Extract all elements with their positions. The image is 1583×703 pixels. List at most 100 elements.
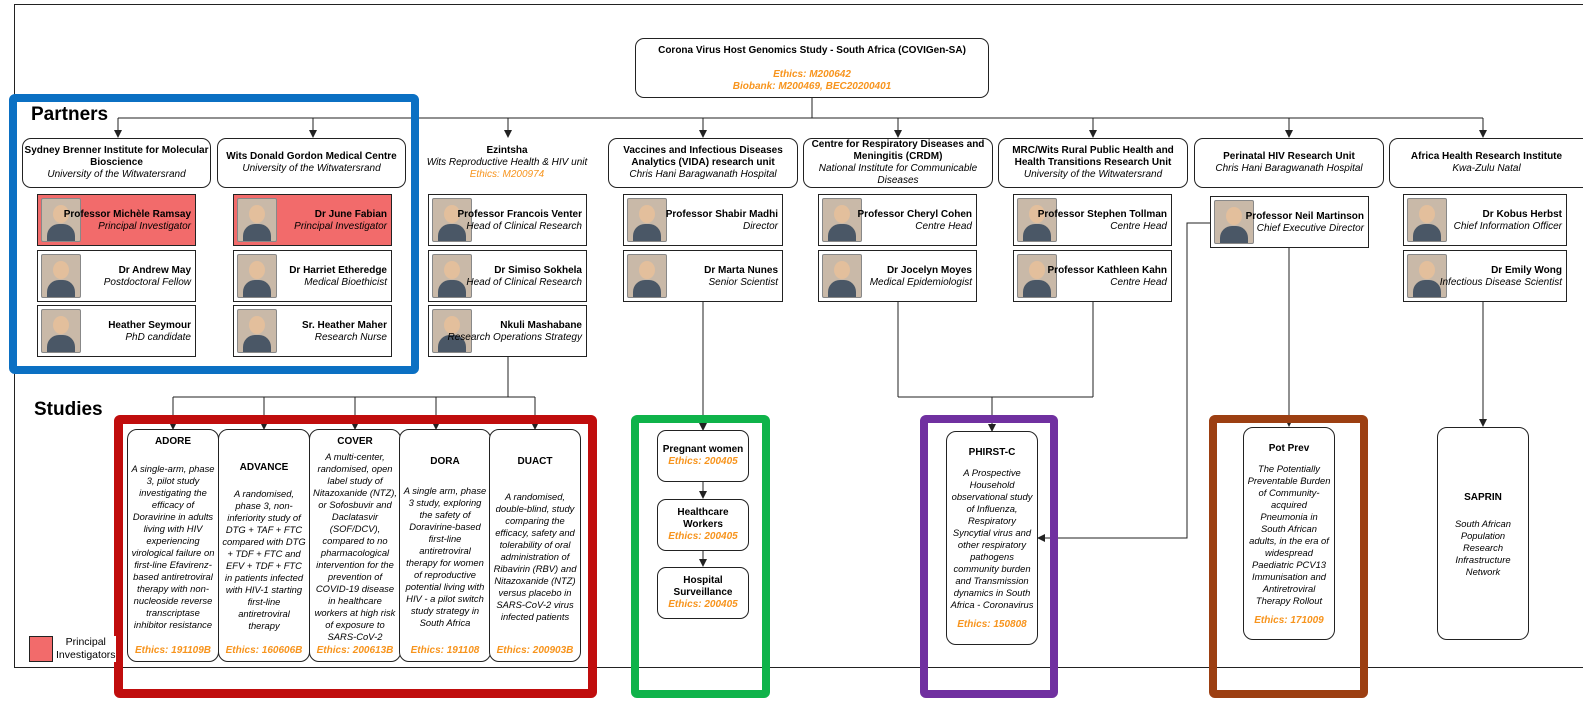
person-card: Dr Kobus Herbst Chief Information Office…: [1403, 194, 1567, 246]
root-ethics: Ethics: M200642: [773, 69, 851, 80]
studies-label: Studies: [34, 399, 103, 420]
institution-title: Ezintsha: [486, 145, 528, 156]
person-name: Sr. Heather Maher: [301, 320, 387, 331]
person-role: Principal Investigator: [98, 221, 191, 232]
institution-title: Sydney Brenner Institute for Molecular B…: [24, 145, 209, 168]
legend-swatch: [29, 636, 53, 662]
person-role: Postdoctoral Fellow: [103, 277, 191, 288]
root-study-box: Corona Virus Host Genomics Study - South…: [635, 38, 989, 98]
study-ethics: Ethics: 150808: [957, 619, 1027, 630]
person-name: Dr June Fabian: [314, 209, 387, 220]
person-role: Centre Head: [1110, 277, 1167, 288]
person-card: Dr Emily Wong Infectious Disease Scienti…: [1403, 250, 1567, 302]
study-ethics: Ethics: 191109B: [135, 645, 211, 656]
person-photo: [1407, 198, 1447, 242]
institution-subtitle: University of the Witwatersrand: [47, 169, 186, 180]
person-role: Medical Bioethicist: [304, 277, 387, 288]
person-photo: [627, 198, 667, 242]
institution-subtitle: University of the Witwatersrand: [242, 163, 381, 174]
study-box: ADORE A single-arm, phase 3, pilot study…: [127, 429, 219, 662]
person-role: Medical Epidemiologist: [869, 277, 972, 288]
person-name: Professor Neil Martinson: [1245, 211, 1364, 222]
study-title: Pregnant women: [662, 444, 744, 455]
person-name: Professor Shabir Madhi: [665, 209, 778, 220]
person-name: Professor Kathleen Kahn: [1047, 265, 1167, 276]
potprev-frame: [1209, 415, 1368, 698]
institution-subtitle: Kwa-Zulu Natal: [1452, 163, 1521, 174]
person-card: Professor Cheryl Cohen Centre Head: [818, 194, 977, 246]
person-role: Chief Executive Director: [1256, 223, 1364, 234]
study-title: ADORE: [154, 436, 192, 447]
study-description: The Potentially Preventable Burden of Co…: [1247, 462, 1331, 606]
person-photo: [627, 254, 667, 298]
person-card: Dr Jocelyn Moyes Medical Epidemiologist: [818, 250, 977, 302]
institution-box: Perinatal HIV Research Unit Chris Hani B…: [1194, 138, 1384, 188]
study-description: A multi-center, randomised, open label s…: [313, 450, 397, 642]
person-card: Professor Michèle Ramsay Principal Inves…: [37, 194, 196, 246]
study-ethics: Ethics: 200405: [668, 531, 738, 542]
study-description: A randomised, phase 3, non-inferiority s…: [222, 487, 306, 631]
person-role: Research Operations Strategy: [447, 332, 582, 343]
person-role: Centre Head: [915, 221, 972, 232]
person-photo: [237, 198, 277, 242]
adult-hiv-studies-frame: [114, 415, 597, 698]
person-name: Dr Jocelyn Moyes: [886, 265, 972, 276]
study-ethics: Ethics: 200405: [668, 456, 738, 467]
person-name: Professor Francois Venter: [457, 209, 583, 220]
study-box: DUACT A randomised, double-blind, study …: [489, 429, 581, 662]
person-card: Professor Neil Martinson Chief Executive…: [1210, 196, 1369, 248]
study-ethics: Ethics: 171009: [1254, 614, 1324, 626]
root-biobank: Biobank: M200469, BEC20200401: [732, 81, 892, 92]
person-name: Professor Cheryl Cohen: [857, 209, 972, 220]
study-title: PHIRST-C: [968, 447, 1016, 458]
study-box: ADVANCE A randomised, phase 3, non-infer…: [218, 429, 310, 662]
person-name: Dr Marta Nunes: [704, 265, 778, 276]
person-photo: [822, 198, 862, 242]
study-box: Healthcare Workers Ethics: 200405: [657, 499, 749, 551]
person-role: Centre Head: [1110, 221, 1167, 232]
person-role: Chief Information Officer: [1453, 221, 1562, 232]
study-description: A single arm, phase 3 study, exploring t…: [403, 484, 487, 628]
person-name: Dr Emily Wong: [1491, 265, 1562, 276]
institution-box: Wits Donald Gordon Medical Centre Univer…: [217, 138, 406, 188]
person-role: Principal Investigator: [294, 221, 387, 232]
institution-box: Vaccines and Infectious Diseases Analyti…: [608, 138, 798, 188]
person-photo: [432, 198, 472, 242]
person-name: Professor Stephen Tollman: [1037, 209, 1167, 220]
person-card: Dr Andrew May Postdoctoral Fellow: [37, 250, 196, 302]
person-role: Infectious Disease Scientist: [1439, 277, 1562, 288]
person-card: Dr June Fabian Principal Investigator: [233, 194, 392, 246]
study-title: DUACT: [517, 456, 553, 467]
partners-frame: [9, 94, 419, 374]
institution-subtitle: University of the Witwatersrand: [1023, 169, 1163, 180]
study-box: Pregnant women Ethics: 200405: [657, 430, 749, 482]
person-name: Dr Harriet Etheredge: [289, 265, 387, 276]
institution-subtitle: Chris Hani Baragwanath Hospital: [1215, 163, 1363, 174]
study-ethics: Ethics: 160606B: [225, 645, 303, 656]
person-card: Nkuli Mashabane Research Operations Stra…: [428, 305, 587, 357]
partners-label: Partners: [31, 104, 109, 125]
root-title: Corona Virus Host Genomics Study - South…: [658, 45, 966, 56]
person-role: PhD candidate: [125, 332, 191, 343]
person-card: Heather Seymour PhD candidate: [37, 305, 196, 357]
person-photo: [237, 309, 277, 353]
study-description: A randomised, double-blind, study compar…: [493, 490, 577, 622]
institution-title: MRC/Wits Rural Public Health and Health …: [1012, 145, 1174, 168]
institution-title: Vaccines and Infectious Diseases Analyti…: [623, 145, 783, 168]
institution-title: Wits Donald Gordon Medical Centre: [226, 151, 397, 162]
study-title: SAPRIN: [1464, 491, 1502, 503]
person-card: Professor Shabir Madhi Director: [623, 194, 783, 246]
institution-title: Centre for Respiratory Diseases and Meni…: [811, 139, 985, 162]
vida-studies-frame: [631, 415, 770, 698]
person-name: Dr Kobus Herbst: [1482, 209, 1562, 220]
study-description: A single-arm, phase 3, pilot study inves…: [131, 462, 215, 630]
study-box: Hospital Surveillance Ethics: 200405: [657, 567, 749, 619]
person-photo: [1017, 198, 1057, 242]
person-photo: [1214, 200, 1254, 244]
study-box: PHIRST-C A Prospective Household observa…: [946, 431, 1038, 645]
study-title: DORA: [430, 456, 460, 467]
legend-label: Principal Investigators: [56, 636, 116, 662]
study-title: Healthcare Workers: [677, 507, 729, 530]
study-box: SAPRIN South African Population Research…: [1437, 427, 1529, 640]
person-photo: [237, 254, 277, 298]
